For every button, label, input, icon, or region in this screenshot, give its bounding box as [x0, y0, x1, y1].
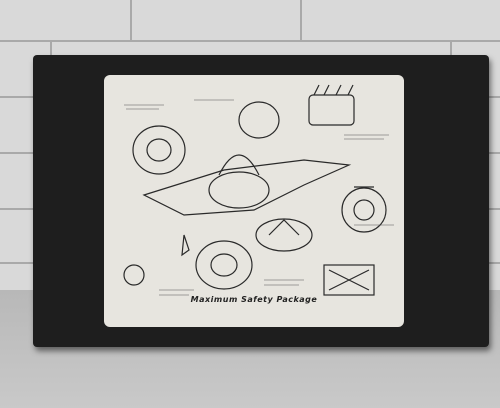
- chassis-plan: [323, 264, 375, 296]
- fuel-cell: [255, 218, 313, 252]
- wheel-top: [238, 101, 280, 139]
- roll-cage: [218, 154, 260, 176]
- lower-wheel: [195, 240, 253, 290]
- front-wheel: [132, 125, 186, 175]
- rear-wheel: [341, 187, 387, 233]
- mortar-line: [130, 0, 132, 40]
- cockpit: [208, 171, 270, 209]
- helmet: [123, 264, 145, 286]
- diagram-caption: Maximum Safety Package: [190, 295, 318, 304]
- mortar-line: [300, 0, 302, 40]
- safety-package-diagram: [123, 84, 394, 296]
- mortar-line: [0, 40, 500, 42]
- car-body: [142, 159, 352, 216]
- engine-block: [308, 94, 355, 126]
